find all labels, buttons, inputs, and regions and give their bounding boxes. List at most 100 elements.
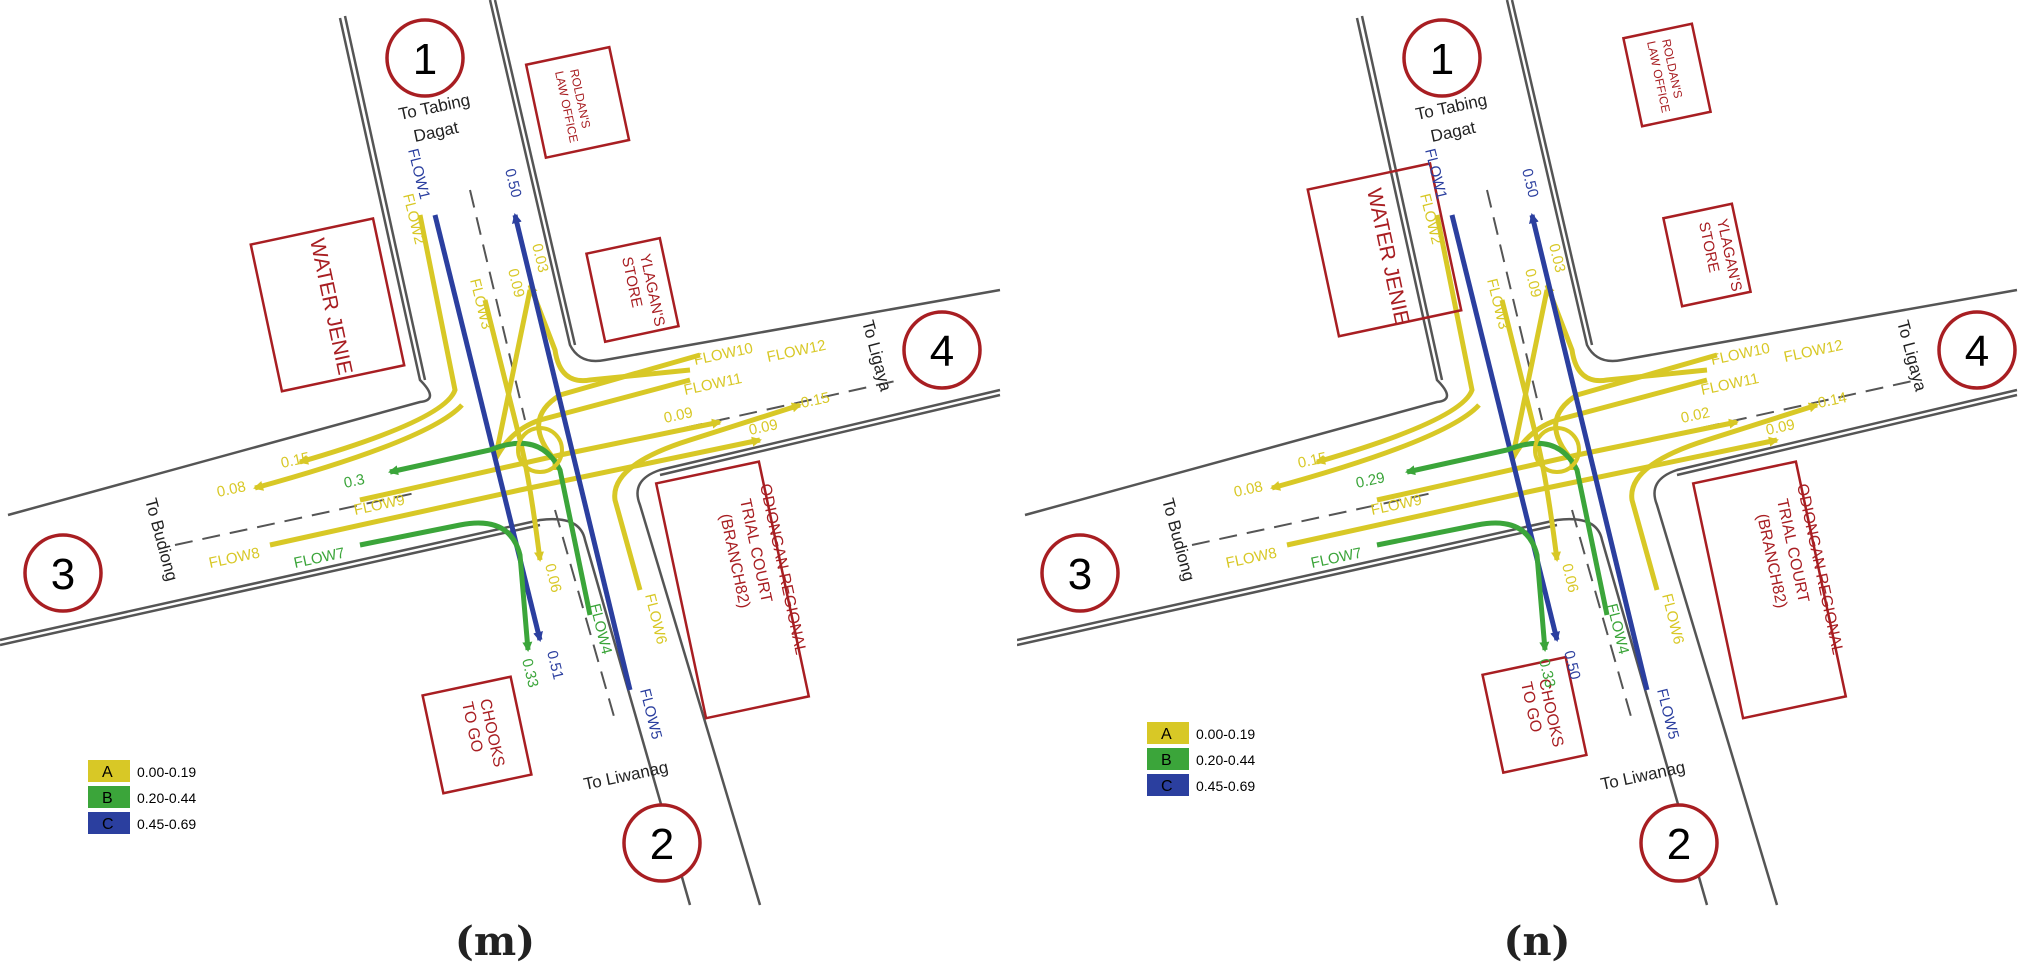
value-flow1-s: 0.50 xyxy=(1560,649,1584,681)
caption-m: (m) xyxy=(455,918,535,963)
legend: A 0.00-0.19 B 0.20-0.44 C 0.45-0.69 xyxy=(1147,722,1255,796)
value-flow4-w: 0.29 xyxy=(1354,469,1386,492)
value-flow9-e1: 0.02 xyxy=(1679,404,1711,427)
value-flow2-w2: 0.08 xyxy=(1232,478,1264,501)
lane-centerlines xyxy=(174,189,901,721)
flow10-label: FLOW10 xyxy=(692,340,754,369)
road-edges xyxy=(1016,0,2018,906)
to-4-label: To Ligaya xyxy=(1893,318,1930,394)
legend: A 0.00-0.19 B 0.20-0.44 C 0.45-0.69 xyxy=(88,760,196,834)
to-1-label-b: Dagat xyxy=(412,118,461,146)
approach-markers: 1 2 3 4 xyxy=(23,18,982,883)
value-flow2-w: 0.15 xyxy=(1296,449,1328,472)
water-jenie-box xyxy=(249,217,406,393)
intersection-diagram-n: 1 2 3 4 To Tabing Dagat To Liwanag To Bu… xyxy=(1016,0,2018,965)
legend-range-c: 0.45-0.69 xyxy=(1196,778,1255,794)
flow-lines xyxy=(1270,213,1819,691)
roldans-box xyxy=(1621,22,1713,128)
flow5-line xyxy=(1529,213,1650,691)
approach-1-number: 1 xyxy=(413,35,437,84)
lane-centerlines xyxy=(1191,189,1918,721)
caption-n: (n) xyxy=(1504,918,1571,963)
legend-range-b: 0.20-0.44 xyxy=(1196,752,1255,768)
approach-1-number: 1 xyxy=(1430,35,1454,84)
value-flow9-e2: 0.14 xyxy=(1816,389,1848,412)
value-flow7-s: 0.33 xyxy=(518,657,542,689)
flow3-label: FLOW3 xyxy=(1483,277,1512,331)
value-flow2-w: 0.15 xyxy=(279,449,311,472)
approach-2-number: 2 xyxy=(650,820,674,869)
flow8-label: FLOW8 xyxy=(1224,545,1278,572)
flow2-line xyxy=(298,214,458,465)
legend-swatch-c xyxy=(1147,774,1189,796)
flow12-label: FLOW12 xyxy=(765,337,827,366)
approach-2-number: 2 xyxy=(1667,820,1691,869)
value-flow9-e1: 0.09 xyxy=(662,404,694,427)
legend-swatch-b xyxy=(88,786,130,808)
value-flow10-n: 0.03 xyxy=(1545,242,1569,274)
flow-lines xyxy=(253,213,802,691)
flow3-label: FLOW3 xyxy=(466,277,495,331)
flow10-line xyxy=(1544,283,1708,384)
approach-4-number: 4 xyxy=(930,327,954,376)
flow2-label: FLOW2 xyxy=(399,192,428,246)
chooks-box xyxy=(1481,655,1588,775)
panel-n: 1 2 3 4 To Tabing Dagat To Liwanag To Bu… xyxy=(1016,0,2033,965)
flow2-branch xyxy=(1270,403,1481,491)
value-flow10-n: 0.03 xyxy=(528,242,552,274)
flow6-label: FLOW6 xyxy=(1658,592,1687,646)
value-flow8-e: 0.09 xyxy=(1764,416,1796,439)
flow6-label: FLOW6 xyxy=(641,592,670,646)
flow11-label: FLOW11 xyxy=(1699,370,1760,399)
legend-letter-c: C xyxy=(1161,778,1173,795)
flow2-line xyxy=(1315,214,1475,465)
flow4-line xyxy=(1405,440,1610,616)
water-jenie-box xyxy=(1306,162,1463,338)
panel-m: 1 2 3 4 To Tabing Dagat To Liwanag To Bu… xyxy=(0,0,1016,965)
to-1-label-b: Dagat xyxy=(1429,118,1478,146)
value-flow4-w: 0.3 xyxy=(342,471,366,492)
court-box xyxy=(1691,460,1848,720)
value-flow3-s: 0.06 xyxy=(541,562,565,594)
legend-letter-a: A xyxy=(1161,726,1172,743)
intersection-diagram-m: 1 2 3 4 To Tabing Dagat To Liwanag To Bu… xyxy=(0,0,1001,965)
legend-letter-b: B xyxy=(102,790,113,807)
flow2-branch xyxy=(253,403,464,491)
to-3-label: To Budiong xyxy=(1158,496,1198,583)
approach-3-number: 3 xyxy=(1068,550,1092,599)
flow8-line xyxy=(1286,436,1779,548)
approach-4-number: 4 xyxy=(1965,327,1989,376)
flow10-line xyxy=(527,283,691,384)
chooks-box xyxy=(421,675,533,795)
value-flow3-s: 0.06 xyxy=(1558,562,1582,594)
flow10-label: FLOW10 xyxy=(1709,340,1771,369)
flow4-line xyxy=(388,440,593,616)
legend-range-a: 0.00-0.19 xyxy=(1196,726,1255,742)
legend-range-c: 0.45-0.69 xyxy=(137,816,196,832)
flow7-line xyxy=(359,520,533,652)
water-jenie-label: WATER JENIE xyxy=(305,236,356,377)
water-jenie-label: WATER JENIE xyxy=(1362,186,1413,327)
roldans-box xyxy=(524,45,631,160)
flow7-line xyxy=(1376,520,1550,652)
value-flow5: 0.50 xyxy=(1518,167,1542,199)
flow8-line xyxy=(269,436,762,548)
flow8-label: FLOW8 xyxy=(207,545,261,572)
court-box xyxy=(654,460,811,720)
to-3-label: To Budiong xyxy=(141,496,181,583)
approach-markers: 1 2 3 4 xyxy=(1040,18,2017,883)
legend-range-a: 0.00-0.19 xyxy=(137,764,196,780)
legend-range-b: 0.20-0.44 xyxy=(137,790,196,806)
roundabout-loop xyxy=(516,426,564,474)
flow11-label: FLOW11 xyxy=(682,370,743,399)
flow5-line xyxy=(512,213,633,691)
value-flow1-s: 0.51 xyxy=(543,649,567,681)
value-flow7-s: 0.33 xyxy=(1535,657,1559,689)
ylagans-box xyxy=(584,236,681,344)
value-flow8-e: 0.09 xyxy=(747,416,779,439)
value-flow3-n: 0.09 xyxy=(1521,267,1545,299)
buildings xyxy=(1306,22,1848,775)
roundabout-loop xyxy=(1533,426,1581,474)
flow12-label: FLOW12 xyxy=(1782,337,1844,366)
value-flow2-w2: 0.08 xyxy=(215,478,247,501)
